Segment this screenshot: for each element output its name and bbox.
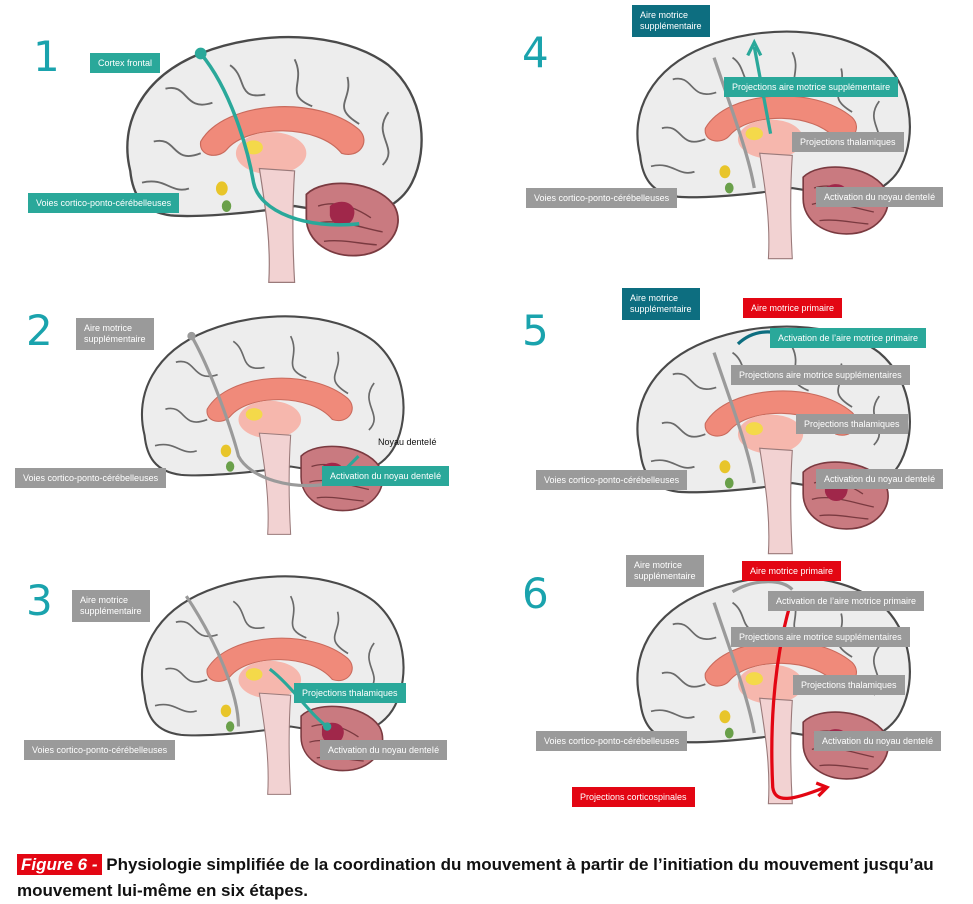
label-projections-aire-supp: Projections aire motrice supplémentaires bbox=[731, 365, 910, 385]
label-noyau-dentele: Noyau denteIé bbox=[378, 437, 437, 447]
label-voies-cortico-ponto: Voies cortico-ponto-cérébelleuses bbox=[526, 188, 678, 208]
panel-step-4: 4 Aire motrice supplémentaire Projection… bbox=[486, 0, 972, 270]
step-number: 4 bbox=[522, 28, 549, 77]
brain-illustration bbox=[636, 325, 911, 555]
label-aire-motrice-primaire: Aire motrice primaire bbox=[743, 298, 843, 318]
label-activation-noyau: Activation du noyau denteIé bbox=[816, 187, 944, 207]
label-activation-noyau: Activation du noyau denteIé bbox=[320, 740, 448, 760]
label-aire-motrice-supp: Aire motrice supplémentaire bbox=[632, 5, 710, 37]
label-voies-cortico-ponto: Voies cortico-ponto-cérébelleuses bbox=[15, 468, 167, 488]
label-activation-aire-prim: Activation de l’aire motrice primaire bbox=[768, 591, 925, 611]
label-activation-noyau: Activation du noyau denteIé bbox=[814, 731, 942, 751]
label-projections-aire-supp: Projections aire motrice supplémentaire bbox=[724, 77, 899, 97]
label-cortex-frontal: Cortex frontal bbox=[90, 53, 161, 73]
label-voies-cortico-ponto: Voies cortico-ponto-cérébelleuses bbox=[536, 731, 688, 751]
step-number: 6 bbox=[522, 569, 549, 618]
label-projections-thalamiques: Projections thalamiques bbox=[793, 675, 905, 695]
label-aire-motrice-supp: Aire motrice supplémentaire bbox=[622, 288, 700, 320]
step-number: 3 bbox=[26, 576, 53, 625]
panel-step-1: 1 Cortex frontal Voies cortico-ponto-cér… bbox=[0, 0, 486, 284]
step-number: 1 bbox=[33, 32, 60, 81]
label-aire-motrice-supp: Aire motrice supplémentaire bbox=[626, 555, 704, 587]
panel-step-3: 3 Aire motrice supplémentaire Projection… bbox=[0, 570, 486, 840]
label-activation-noyau: Activation du noyau denteIé bbox=[816, 469, 944, 489]
step-number: 5 bbox=[522, 306, 549, 355]
step-number: 2 bbox=[26, 306, 53, 355]
panel-step-6: 6 Aire motrice supplémentaire Aire motri… bbox=[486, 545, 972, 815]
label-aire-motrice-supp: Aire motrice supplémentaire bbox=[72, 590, 150, 622]
panel-step-2: 2 Aire motrice supplémentaire Noyau dent… bbox=[0, 290, 486, 560]
label-projections-thalamiques: Projections thalamiques bbox=[796, 414, 908, 434]
figure-label: Figure 6 - bbox=[17, 854, 102, 875]
label-voies-cortico-ponto: Voies cortico-ponto-cérébelleuses bbox=[28, 193, 180, 213]
label-activation-noyau: Activation du noyau denteIé bbox=[322, 466, 450, 486]
label-aire-motrice-primaire: Aire motrice primaire bbox=[742, 561, 842, 581]
figure-caption: Figure 6 - Physiologie simplifiée de la … bbox=[17, 852, 957, 904]
panel-step-5: 5 Aire motrice supplémentaire Aire motri… bbox=[486, 280, 972, 555]
label-aire-motrice-supp: Aire motrice supplémentaire bbox=[76, 318, 154, 350]
brain-illustration bbox=[126, 35, 423, 284]
label-projections-thalamiques: Projections thalamiques bbox=[294, 683, 406, 703]
caption-text: Physiologie simplifiée de la coordinatio… bbox=[17, 855, 934, 900]
label-activation-aire-prim: Activation de l’aire motrice primaire bbox=[770, 328, 927, 348]
label-voies-cortico-ponto: Voies cortico-ponto-cérébelleuses bbox=[24, 740, 176, 760]
label-projections-aire-supp: Projections aire motrice supplémentaires bbox=[731, 627, 910, 647]
label-projections-thalamiques: Projections thalamiques bbox=[792, 132, 904, 152]
label-projections-corticospinales: Projections corticospinales bbox=[572, 787, 695, 807]
label-voies-cortico-ponto: Voies cortico-ponto-cérébelleuses bbox=[536, 470, 688, 490]
